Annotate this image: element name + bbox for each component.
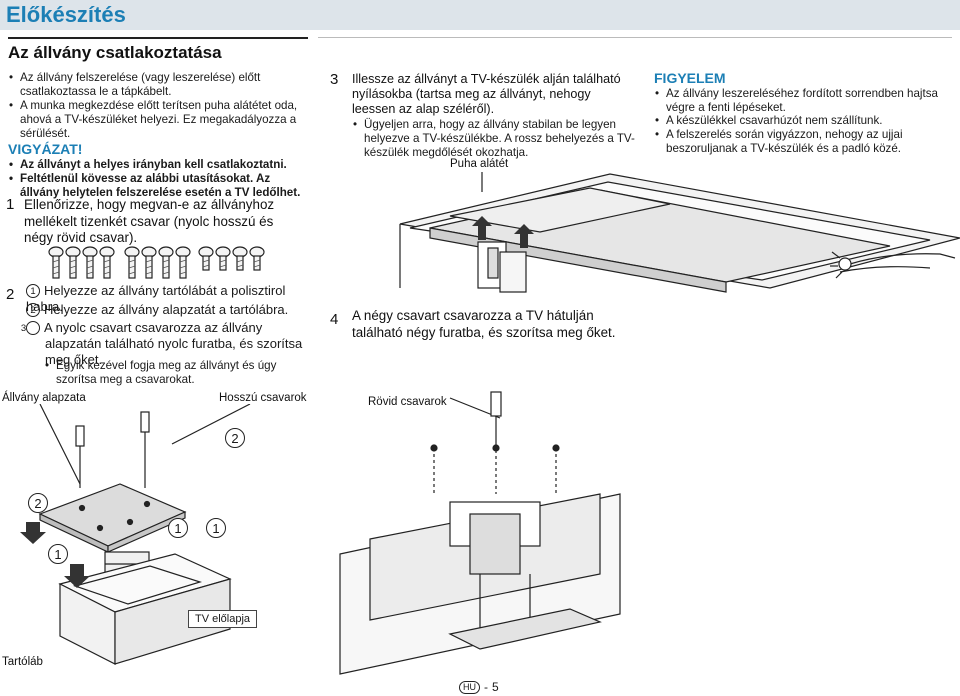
step-3-text: Illessze az állványt a TV-készülék alján… [352,72,621,116]
screws-illustration [48,246,265,279]
figure-marker-1: 1 [48,544,68,564]
figyelem-title: FIGYELEM [654,70,726,86]
header-band: Előkészítés [0,0,960,30]
step-4-text: A négy csavart csavarozza a TV hátulján … [352,308,616,340]
figyelem-item-2: •A készülékkel csavarhúzót nem szállítun… [655,114,883,127]
tv-back-screwing-illustration [339,391,621,675]
figure-marker-2-right: 2 [225,428,245,448]
caution-item-1: •Az állványt a helyes irányban kell csat… [9,158,287,171]
finger-caution-icon [830,251,956,279]
figure-marker-1-right-b: 1 [206,518,226,538]
screwdriver-icon [140,411,150,488]
language-badge: HU [459,680,480,694]
section-title: Az állvány csatlakoztatása [8,43,222,62]
short-screw-icon [249,246,265,271]
tv-front-label: TV előlapja [188,610,258,628]
stand-base-label: Állvány alapzata [2,392,86,404]
caution-title: VIGYÁZAT! [8,141,83,157]
support-leg-label: Tartóláb [2,656,43,668]
insert-arrow-icon [472,216,492,240]
intro-item-1: •Az állvány felszerelése (vagy leszerelé… [9,71,261,98]
step-1-number: 1 [6,196,15,213]
figyelem-item-3: •A felszerelés során vigyázzon, nehogy a… [655,128,903,155]
short-screw-icon [198,246,214,271]
figyelem-item-1: •Az állvány leszereléséhez fordított sor… [655,87,938,114]
short-screw-icon [215,246,231,271]
page-number: 5 [492,680,499,694]
figure-marker-1-right-a: 1 [168,518,188,538]
caution-item-2: •Feltétlenül kövesse az alábbi utasításo… [9,172,301,199]
step-4-number: 4 [330,311,339,328]
page-footer: HU - 5 [459,680,499,694]
step-2-number: 2 [6,286,15,303]
down-arrow-icon [64,564,90,588]
soft-cloth-label: Puha alátét [450,158,509,170]
intro-item-2: •A munka megkezdése előtt terítsen puha … [9,99,298,140]
tv-on-cloth-illustration [399,172,960,293]
step-2-sub-item: •Egyik kezével fogja meg az állványt és … [45,359,277,386]
figure-marker-2: 2 [28,493,48,513]
page-title: Előkészítés [6,2,126,27]
section-rule-left [8,37,308,39]
long-screws-label: Hosszú csavarok [219,392,307,404]
stand-assembly-illustration [20,404,251,665]
short-screws-label: Rövid csavarok [368,396,447,408]
step-1-text: Ellenőrizze, hogy megvan-e az állványhoz… [24,197,275,245]
section-rule-right [318,37,952,38]
step-3-sub-item: •Ügyeljen arra, hogy az állvány stabilan… [353,118,635,159]
screwdriver-icon [75,425,85,488]
page-separator: - [484,680,488,694]
short-screw-icon [232,246,248,271]
screwdriver-icon [490,391,502,444]
step-3-number: 3 [330,71,339,88]
insert-arrow-icon [514,224,534,248]
down-arrow-icon [20,522,46,544]
